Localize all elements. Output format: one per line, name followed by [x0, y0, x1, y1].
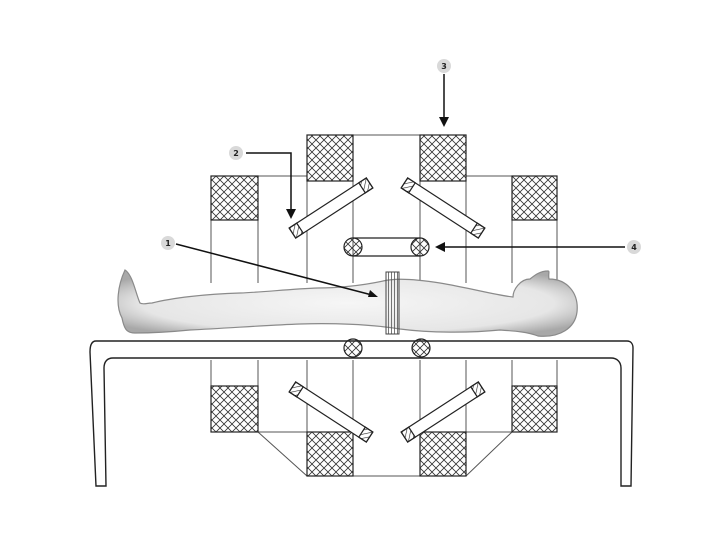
detector-block [306, 134, 354, 182]
callout-3: 3 [437, 59, 451, 73]
patient-table [89, 340, 634, 487]
lower-frame [210, 360, 558, 477]
source-tube [400, 177, 486, 239]
sensor [343, 338, 363, 358]
callout-4-label: 4 [631, 243, 637, 252]
detector-blocks [210, 134, 558, 477]
source-tube [288, 381, 374, 443]
callout-2-label: 2 [233, 149, 239, 158]
upper-sensor-pair [343, 237, 430, 257]
patient-body [117, 269, 578, 337]
detector-block [210, 175, 259, 221]
detector-block [306, 431, 354, 477]
callout-1-label: 1 [165, 239, 171, 248]
source-tubes [288, 177, 486, 443]
callout-2: 2 [229, 146, 243, 160]
callout-leaders [175, 74, 625, 297]
callout-1: 1 [161, 236, 175, 250]
detector-block [511, 385, 558, 433]
source-tube [288, 177, 374, 239]
callout-3-label: 3 [441, 62, 447, 71]
sensor [410, 237, 430, 257]
source-tube [400, 381, 486, 443]
upper-frame [210, 134, 558, 283]
sensor [411, 338, 431, 358]
detector-block [511, 175, 558, 221]
callout-4: 4 [627, 240, 641, 254]
positioning-band [385, 271, 400, 335]
lower-sensor-pair [343, 338, 431, 358]
detector-block [210, 385, 259, 433]
detector-block [419, 134, 467, 182]
sensor [343, 237, 363, 257]
detector-block [419, 431, 467, 477]
